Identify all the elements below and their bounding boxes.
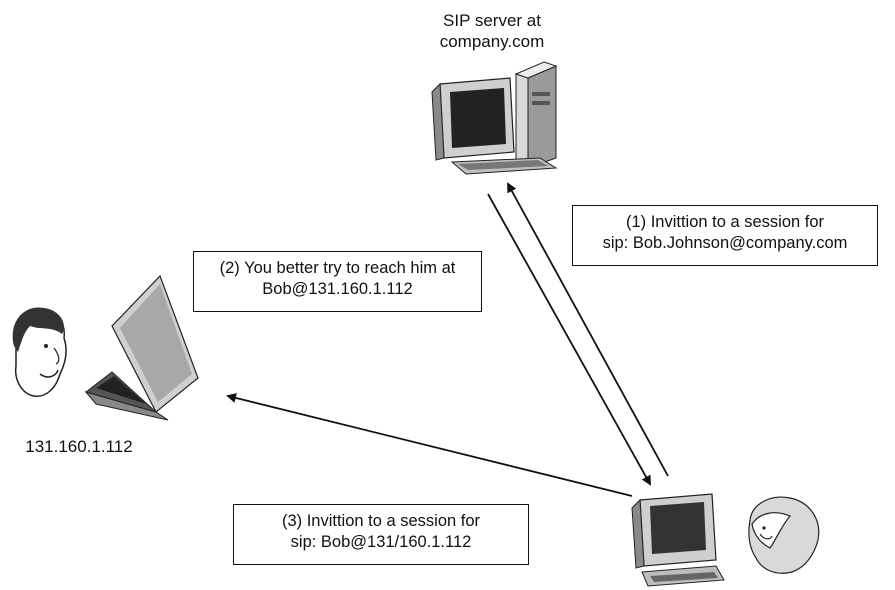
arrow-1-invite-to-server — [507, 182, 669, 477]
arrow-3-invite-to-laptop — [226, 393, 633, 497]
server-computer-icon — [431, 61, 558, 175]
alice-face-icon — [748, 496, 820, 574]
message-1-line1: (1) Invittion to a session for — [625, 213, 825, 231]
arrow-2-redirect-to-client — [487, 193, 651, 486]
laptop-address-label: 131.160.1.112 — [25, 437, 133, 456]
desktop-computer-icon — [631, 493, 725, 587]
message-box-1: (1) Invittion to a session for sip: Bob.… — [572, 205, 878, 266]
server-label-line2: company.com — [439, 32, 545, 51]
message-3-line1: (3) Invittion to a session for — [281, 512, 481, 530]
laptop-icon — [84, 274, 199, 421]
message-1-line2: sip: Bob.Johnson@company.com — [602, 234, 848, 252]
message-box-3: (3) Invittion to a session for sip: Bob@… — [233, 504, 529, 565]
message-arrows — [226, 182, 669, 497]
bob-face-icon — [12, 307, 67, 397]
message-2-line2: Bob@131.160.1.112 — [262, 280, 413, 298]
message-3-line2: sip: Bob@131/160.1.112 — [290, 533, 472, 551]
message-2-line1: (2) You better try to reach him at — [219, 259, 456, 277]
message-box-2: (2) You better try to reach him at Bob@1… — [193, 251, 482, 312]
server-label: SIP server at company.com — [412, 10, 572, 52]
server-label-line1: SIP server at — [443, 11, 541, 30]
